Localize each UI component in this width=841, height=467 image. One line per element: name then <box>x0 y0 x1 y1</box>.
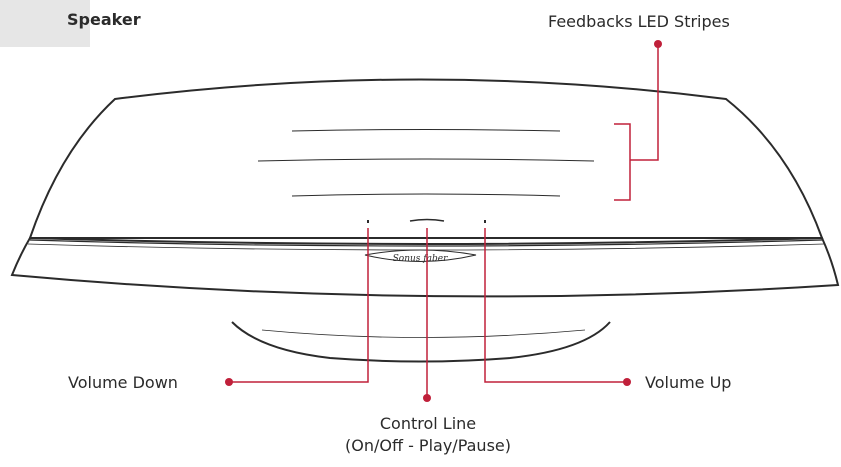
led-stripe-2 <box>257 158 595 162</box>
feedback-led-callout-dot <box>654 40 662 48</box>
page-title: Speaker <box>67 10 141 29</box>
speaker-base <box>231 321 611 363</box>
control-line-label-line2: (On/Off - Play/Pause) <box>345 436 511 455</box>
title-tab-background <box>0 0 90 47</box>
speaker-base-inner <box>261 329 586 338</box>
volume-up-label: Volume Up <box>645 373 732 392</box>
control-line-marker <box>409 218 445 222</box>
brand-logo: Sonus faber <box>393 254 448 264</box>
volume-down-callout <box>229 228 369 383</box>
volume-down-callout-dot <box>225 378 233 386</box>
feedback-led-label: Feedbacks LED Stripes <box>548 12 730 31</box>
feedback-led-callout <box>614 44 659 201</box>
control-line-label-line1: Control Line <box>379 414 477 433</box>
led-stripe-1 <box>291 129 561 132</box>
led-stripe-3 <box>291 193 561 197</box>
control-line-label: Control Line (On/Off - Play/Pause) <box>300 413 556 457</box>
control-line-callout-dot <box>423 394 431 402</box>
speaker-band-line-1 <box>29 239 823 247</box>
speaker-front-band <box>10 236 840 298</box>
volume-up-callout <box>484 228 627 383</box>
volume-up-callout-dot <box>623 378 631 386</box>
logo-badge <box>364 249 477 262</box>
volume-down-label: Volume Down <box>68 373 178 392</box>
